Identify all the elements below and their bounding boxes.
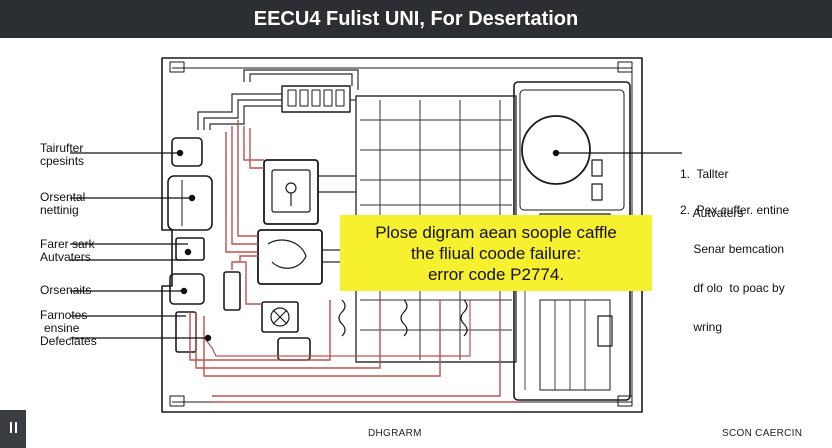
left-module-5 (175, 311, 197, 353)
ground-block (261, 301, 299, 333)
left-module-3 (175, 237, 205, 261)
connector-pins (287, 89, 345, 107)
pause-icon (8, 420, 18, 438)
footer-right-label: SCON CAERCIN (722, 428, 803, 439)
callout-line-2: the fliual coode failure: (410, 243, 582, 263)
lower-coils (338, 299, 468, 337)
red-wires (189, 120, 520, 403)
footer-diagram-label: DHGRARM (368, 428, 422, 439)
callout-line-1: Plose digram aean soople caffle (375, 222, 617, 242)
label-left-3: Farer sark Autvaters (40, 237, 95, 264)
label-left-4: Orsenaits (40, 283, 92, 297)
error-code-callout: Plose digram aean soople caffle the fliu… (340, 215, 652, 291)
top-connector (281, 85, 351, 113)
leader-lines-right (552, 149, 682, 157)
label-left-5: Farnotes ensine Defeclates (40, 308, 97, 348)
controller-chip (257, 229, 323, 285)
label-left-2: Orsental nettinig (40, 190, 86, 217)
left-module-4 (169, 273, 205, 305)
left-module-1 (171, 137, 203, 167)
leader-lines-left (70, 149, 212, 342)
housing-outline (161, 57, 643, 413)
pause-button[interactable] (0, 410, 26, 448)
label-right-1: 1. Tallter Autvaters (680, 167, 744, 220)
callout-line-3: error code P2774. (427, 264, 565, 284)
page-title: EECU4 Fulist UNI, For Desertation (253, 7, 579, 30)
title-bar: EECU4 Fulist UNI, For Desertation (0, 0, 832, 38)
right-capacitor (521, 115, 591, 185)
label-left-1: Tairufter cpesints (40, 141, 85, 168)
left-module-2 (167, 175, 213, 231)
label-right-2: 2. Pex cuffer. entine Senar bemcation df… (680, 203, 790, 334)
